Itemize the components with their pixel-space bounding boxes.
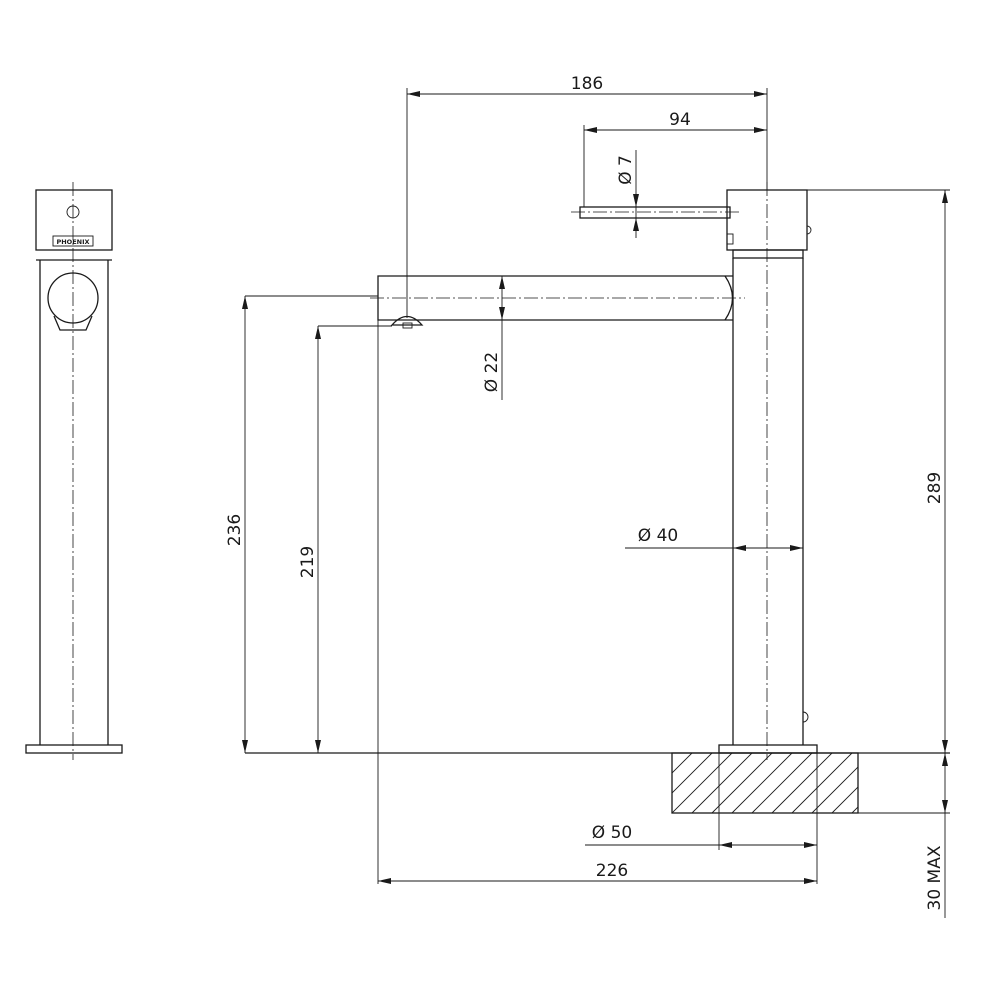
side-view-base-flange	[25, 744, 123, 754]
dim-label-226: 226	[596, 861, 628, 881]
front-view	[370, 182, 818, 760]
handle-head-button	[806, 225, 812, 235]
body-collar	[732, 249, 804, 259]
dim-label-dia-40: Ø 40	[638, 526, 678, 546]
dim-label-dia-7: Ø 7	[616, 155, 636, 185]
side-view: PHOENIX	[25, 182, 123, 760]
base-flange	[718, 744, 818, 754]
body-lower-detail	[802, 711, 809, 723]
bench-outline	[671, 752, 859, 814]
dim-label-236: 236	[225, 514, 245, 546]
dim-label-30-max: 30 MAX	[925, 845, 945, 910]
handle-head-detail	[726, 233, 734, 245]
dim-label-94: 94	[669, 110, 691, 130]
bench-hatching	[672, 753, 858, 813]
side-view-handle-block	[35, 189, 113, 251]
aerator-insert	[402, 322, 413, 329]
handle-lever	[579, 206, 731, 219]
dimensions: 186 94 Ø 7 Ø 22 Ø 40 236 219	[225, 74, 950, 918]
dim-label-219: 219	[298, 546, 318, 578]
dim-label-dia-50: Ø 50	[592, 823, 632, 843]
side-view-handle-lever	[53, 315, 93, 331]
dim-label-dia-22: Ø 22	[482, 352, 502, 392]
brand-mark: PHOENIX	[56, 238, 89, 246]
aerator-outlet	[390, 315, 424, 326]
dim-label-186: 186	[571, 74, 603, 94]
dim-label-289: 289	[925, 472, 945, 504]
bench-section	[245, 752, 950, 814]
